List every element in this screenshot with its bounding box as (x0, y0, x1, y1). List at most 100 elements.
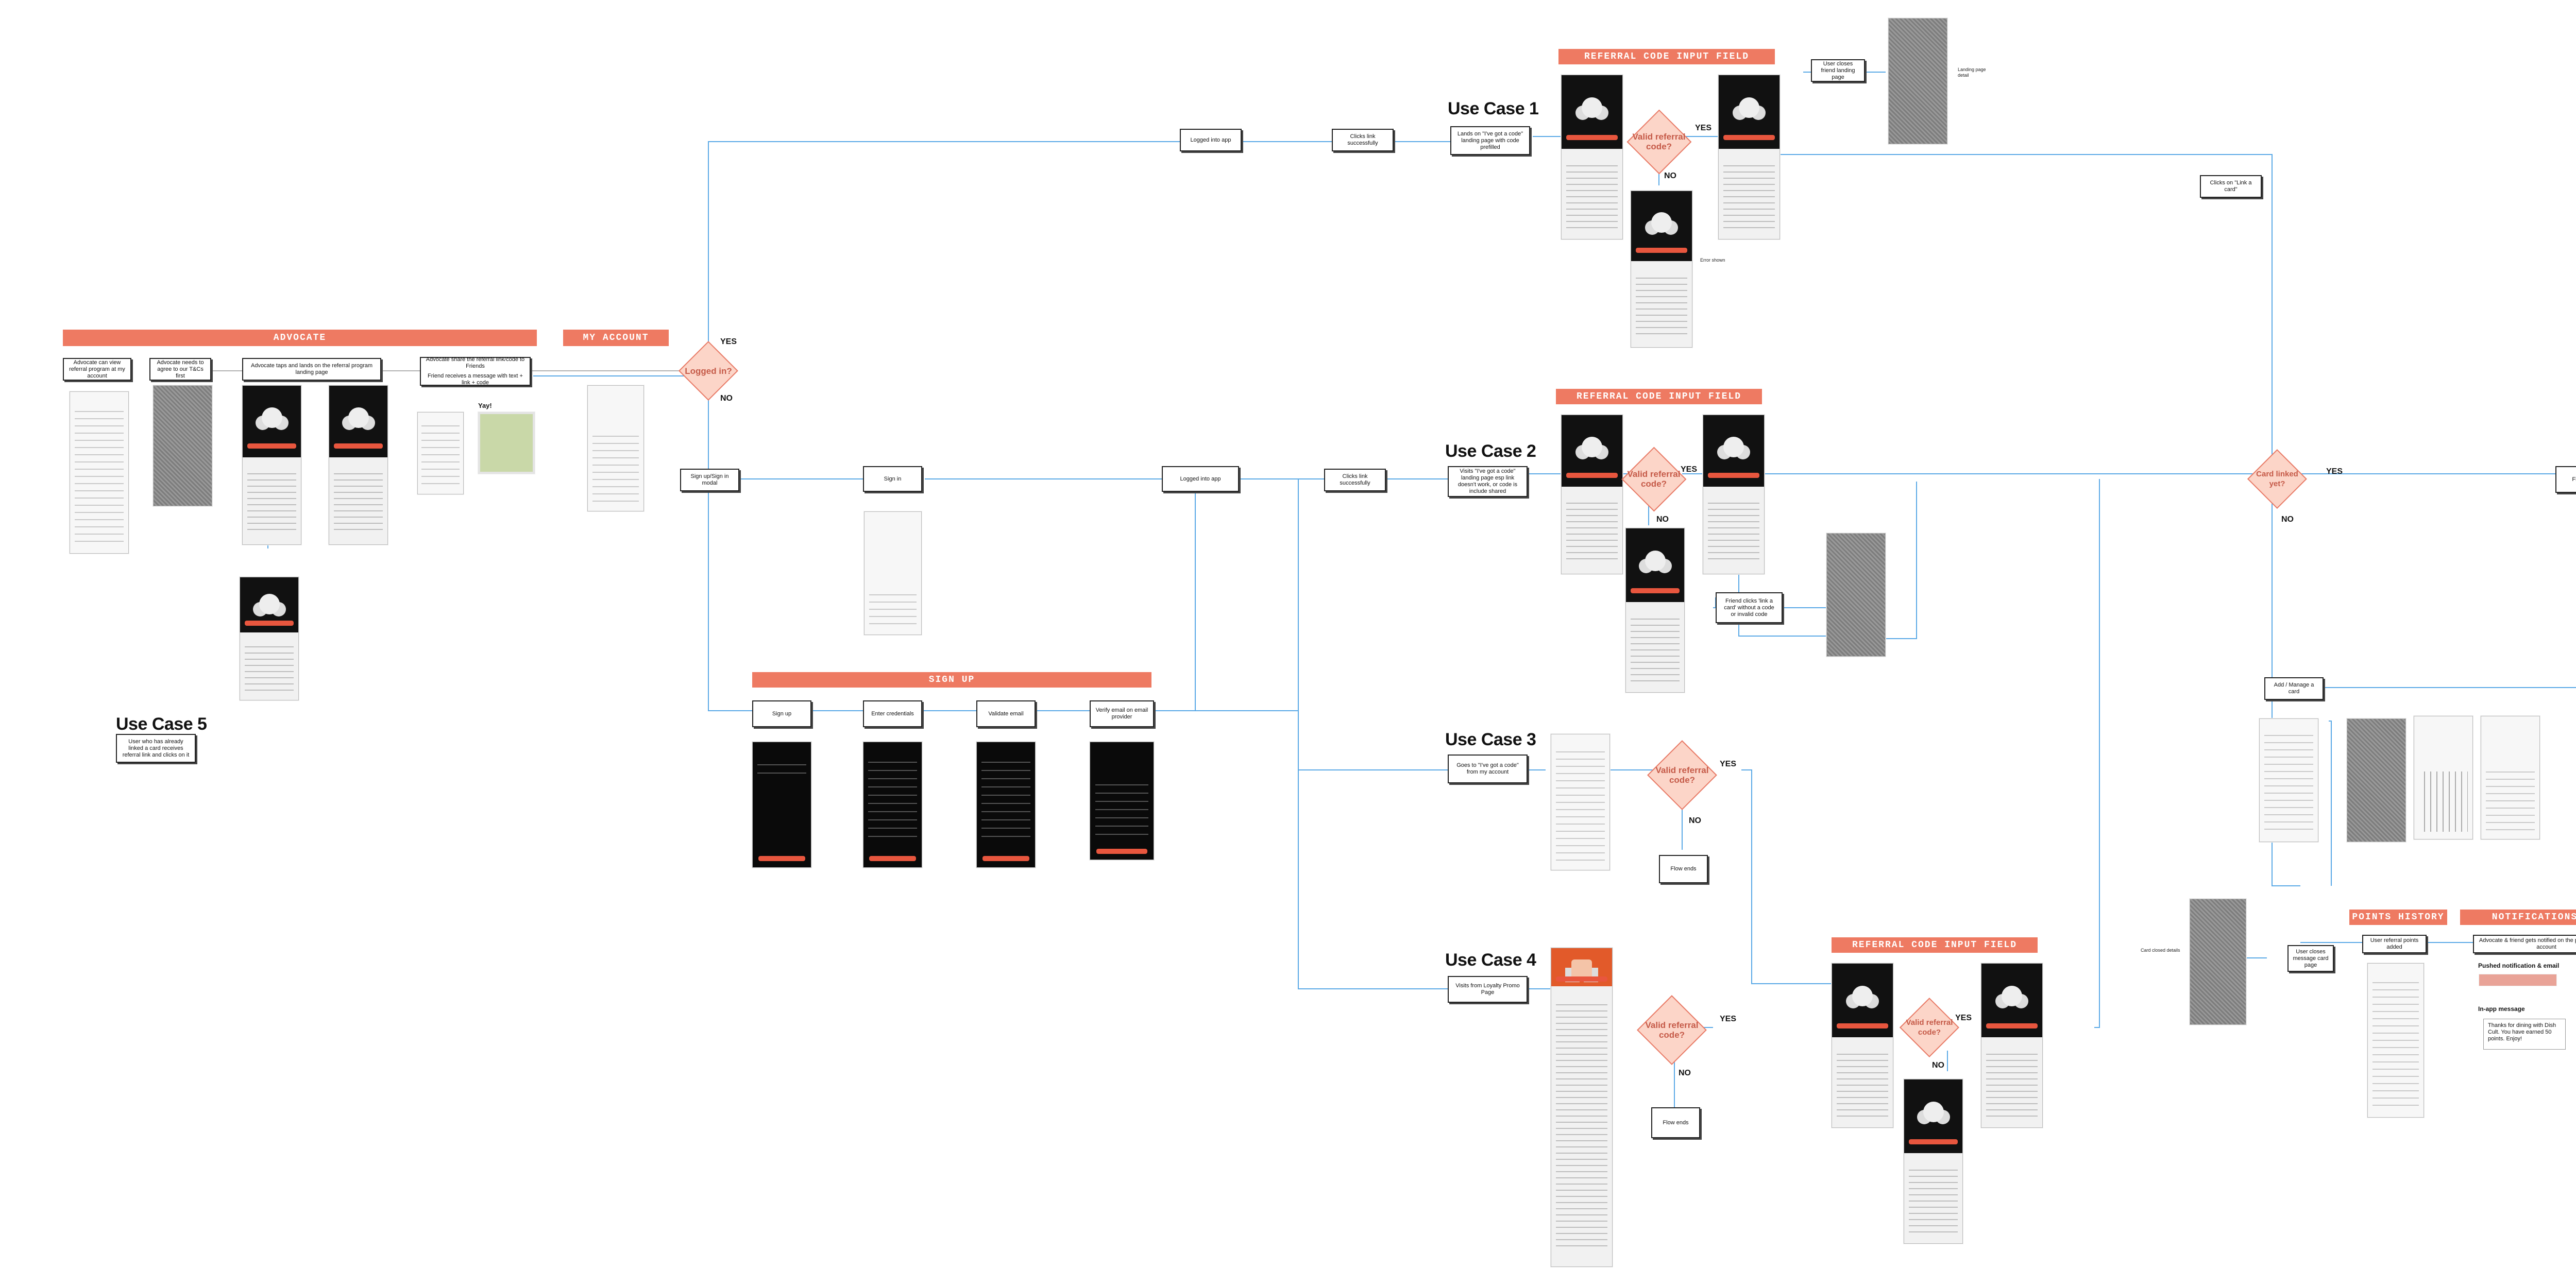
screen-push-notification (2479, 974, 2556, 986)
use-case-1-title: Use Case 1 (1448, 99, 1539, 118)
step-use-case-5-desc[interactable]: User who has already linked a card recei… (116, 734, 196, 763)
banner-referral-code-2: REFERRAL CODE INPUT FIELD (1556, 389, 1762, 404)
screen-validate-email (976, 742, 1036, 868)
label-no-4: NO (1679, 1069, 1691, 1077)
step-use-case-2-desc[interactable]: Visits "I've got a code" landing page es… (1448, 466, 1528, 497)
connector (1883, 482, 1917, 639)
connector (2329, 721, 2332, 886)
step-user-closes-friend-page[interactable]: User closes friend landing page (1811, 59, 1865, 82)
banner-referral-code-1: REFERRAL CODE INPUT FIELD (1558, 49, 1775, 64)
step-advocate-view-referral[interactable]: Advocate can view referral program at my… (63, 358, 131, 381)
label-no-1: NO (1664, 172, 1676, 180)
step-clicks-link-a-card[interactable]: Clicks on "Link a card" (2200, 175, 2262, 198)
step-referral-points-added[interactable]: User referral points added (2362, 935, 2427, 953)
step-clicks-link-2[interactable]: Clicks link successfully (1324, 469, 1386, 491)
decision-logged-in: Logged in? (680, 342, 737, 399)
banner-referral-code-4: REFERRAL CODE INPUT FIELD (1832, 937, 2038, 953)
screen-uc4-invalid (1904, 1079, 1963, 1244)
step-sign-up-sign-in-modal[interactable]: Sign up/Sign in modal (680, 469, 739, 491)
screen-points-history (2367, 963, 2424, 1118)
step-advocate-landing-page[interactable]: Advocate taps and lands on the referral … (242, 358, 381, 381)
screen-card-success (2481, 716, 2540, 839)
decision-valid-code-2: Valid referral code? (1623, 448, 1685, 510)
screen-enter-credentials (863, 742, 922, 868)
step-advocate-agree-terms[interactable]: Advocate needs to agree to our T&Cs firs… (149, 358, 211, 381)
banner-advocate: ADVOCATE (63, 330, 537, 346)
note-card-closed: Card closed details (2141, 948, 2180, 953)
note-friend-landing: Landing page detail (1958, 67, 1986, 78)
screen-uc4-loyalty-promo (1551, 948, 1613, 1267)
in-app-message-card: Thanks for dining with Dish Cult. You ha… (2483, 1019, 2566, 1050)
step-validate-email[interactable]: Validate email (976, 700, 1036, 727)
screen-uc1-code-prefilled (1561, 75, 1623, 239)
step-clicks-link-1[interactable]: Clicks link successfully (1332, 129, 1394, 151)
label-no-2: NO (1656, 515, 1669, 524)
label-yes-card: YES (2326, 467, 2343, 476)
screen-my-account (70, 391, 129, 554)
step-use-case-1-desc[interactable]: Lands on "I've got a code" landing page … (1450, 126, 1530, 155)
connector (1298, 479, 1448, 989)
label-yes-4b: YES (1955, 1014, 1972, 1022)
connector (685, 391, 709, 479)
note-uc1-invalid: Error shown (1700, 258, 1725, 263)
step-user-closes-card-page[interactable]: User closes message card page (2287, 945, 2334, 972)
screen-my-account-modal (587, 385, 644, 511)
step-flow-ends-main[interactable]: Flow ends (2555, 466, 2576, 493)
screen-uc2-valid (1703, 415, 1765, 574)
screen-uc2-code-entry (1561, 415, 1623, 574)
screen-use-case-5-landing (240, 577, 299, 700)
screen-message-preview (478, 412, 535, 474)
screen-sign-in (864, 511, 922, 635)
screen-add-card-dialog (2347, 718, 2406, 842)
label-yes-logged-in: YES (720, 337, 737, 346)
banner-my-account: MY ACCOUNT (563, 330, 669, 346)
connector (708, 141, 1195, 361)
step-verify-email[interactable]: Verify email on email provider (1090, 700, 1154, 727)
step-flow-ends-4[interactable]: Flow ends (1651, 1107, 1700, 1138)
connector (2094, 479, 2100, 1028)
screen-card-closed (2190, 899, 2246, 1025)
step-sign-up[interactable]: Sign up (752, 700, 811, 727)
step-logged-into-app-1[interactable]: Logged into app (1180, 129, 1242, 151)
step-flow-ends-3[interactable]: Flow ends (1659, 855, 1708, 883)
label-no-logged-in: NO (720, 394, 733, 403)
screen-uc1-valid (1718, 75, 1780, 239)
connector (1154, 479, 1196, 711)
step-friend-clicks-link-card[interactable]: Friend clicks 'link a card' without a co… (1716, 592, 1783, 623)
screen-uc2-invalid (1625, 528, 1685, 693)
decision-valid-code-1: Valid referral code? (1628, 111, 1690, 173)
step-friend-receives-text: Friend receives a message with text + li… (428, 373, 523, 386)
label-no-card: NO (2281, 515, 2294, 524)
step-use-case-4-desc[interactable]: Visits from Loyalty Promo Page (1448, 976, 1528, 1003)
screen-add-card-form (2259, 718, 2318, 842)
screen-referral-landing-a (242, 385, 301, 545)
banner-notifications: NOTIFICATIONS (2460, 910, 2576, 925)
screen-uc2-link-card (1826, 533, 1886, 657)
use-case-4-title: Use Case 4 (1445, 950, 1536, 970)
step-logged-into-app-2[interactable]: Logged into app (1162, 466, 1239, 492)
screen-uc4-code-entry (1832, 963, 1893, 1128)
step-notification[interactable]: Advocate & friend gets notified on the p… (2473, 935, 2576, 953)
label-in-app-message: In-app message (2478, 1005, 2525, 1013)
step-use-case-3-desc[interactable]: Goes to "I've got a code" from my accoun… (1448, 755, 1528, 783)
step-enter-credentials[interactable]: Enter credentials (863, 700, 922, 727)
connector (1741, 769, 1832, 984)
banner-sign-up: SIGN UP (752, 672, 1151, 688)
step-add-manage-card[interactable]: Add / Manage a card (2264, 677, 2324, 700)
screen-card-keypad (2414, 716, 2473, 839)
screen-verify-email (1090, 742, 1154, 860)
step-sign-in[interactable]: Sign in (863, 466, 922, 492)
label-pushed-notification: Pushed notification & email (2478, 962, 2560, 969)
banner-points-history: POINTS HISTORY (2349, 910, 2447, 925)
decision-valid-code-4b: Valid referral code? (1901, 999, 1958, 1056)
label-no-3: NO (1689, 816, 1701, 825)
label-no-4b: NO (1932, 1061, 1944, 1070)
decision-valid-code-3: Valid referral code? (1649, 742, 1716, 809)
connector (1765, 154, 2273, 458)
use-case-2-title: Use Case 2 (1445, 441, 1536, 461)
screen-uc1-invalid (1631, 191, 1692, 348)
step-advocate-share-link[interactable]: Advocate share the referral link/code to… (420, 356, 531, 386)
use-case-3-title: Use Case 3 (1445, 730, 1536, 749)
